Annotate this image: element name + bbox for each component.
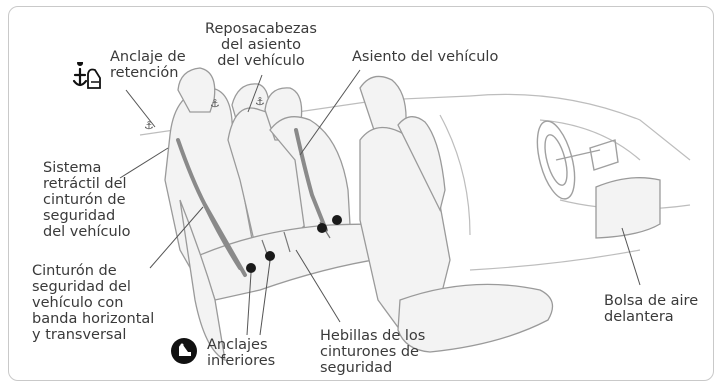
label-tether-anchor: Anclaje de retención [110,49,186,81]
lower-anchor-icon [170,337,198,365]
leader-tether [126,90,155,127]
dash-top [540,120,640,160]
label-lower-anchors: Anclajes inferiores [207,337,275,369]
tether-marker-1: ⚓ [144,119,154,132]
label-headrests: Reposacabezas del asiento del vehículo [197,21,325,69]
tether-marker-3: ⚓ [255,95,265,108]
door-pillar [440,115,470,235]
child-seat-tether-icon [70,62,104,92]
leader-airbag [622,228,640,285]
airbag-panel [596,178,660,238]
label-front-airbag: Bolsa de aire delantera [604,293,698,325]
label-vehicle-seat: Asiento del vehículo [352,49,498,65]
floor-line [470,250,640,270]
label-lap-shoulder-belt: Cinturón de seguridad del vehículo con b… [32,263,154,343]
label-retractor: Sistema retráctil del cinturón de seguri… [43,160,131,240]
tether-marker-2: ⚓ [210,97,220,110]
label-buckles: Hebillas de los cinturones de seguridad [320,328,425,376]
